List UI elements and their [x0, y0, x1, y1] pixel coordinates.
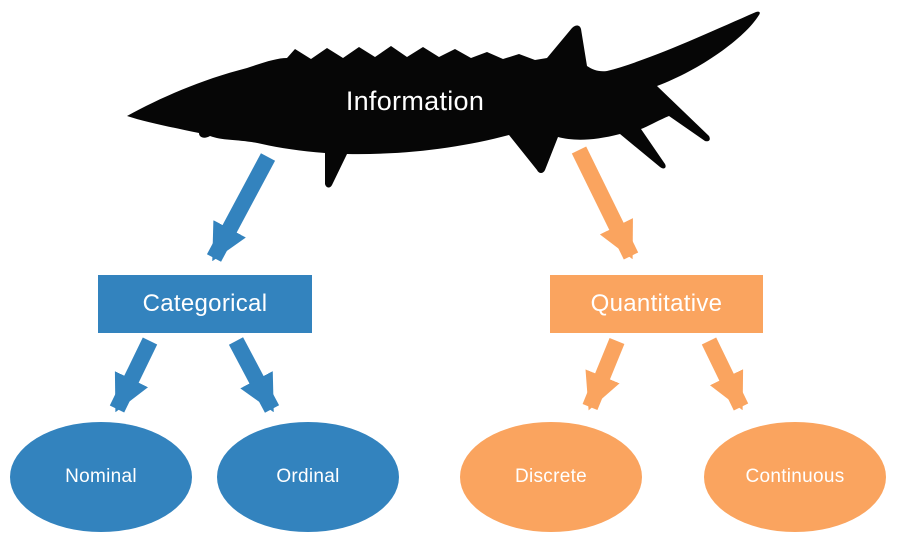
arrow-information-to-quantitative [571, 146, 639, 260]
arrow-quantitative-to-continuous [701, 337, 749, 411]
arrow-categorical-to-nominal [109, 337, 158, 413]
node-categorical: Categorical [98, 275, 312, 333]
node-quantitative: Quantitative [550, 275, 763, 333]
node-nominal: Nominal [10, 422, 192, 532]
node-discrete: Discrete [460, 422, 642, 532]
node-ordinal: Ordinal [217, 422, 399, 532]
sturgeon-fish-icon [127, 11, 760, 188]
arrow-categorical-to-ordinal [228, 337, 280, 413]
connector-arrows [109, 146, 749, 413]
node-continuous: Continuous [704, 422, 886, 532]
arrow-information-to-categorical [206, 153, 276, 262]
root-node-label: Information [345, 85, 485, 116]
arrow-quantitative-to-discrete [582, 337, 625, 411]
